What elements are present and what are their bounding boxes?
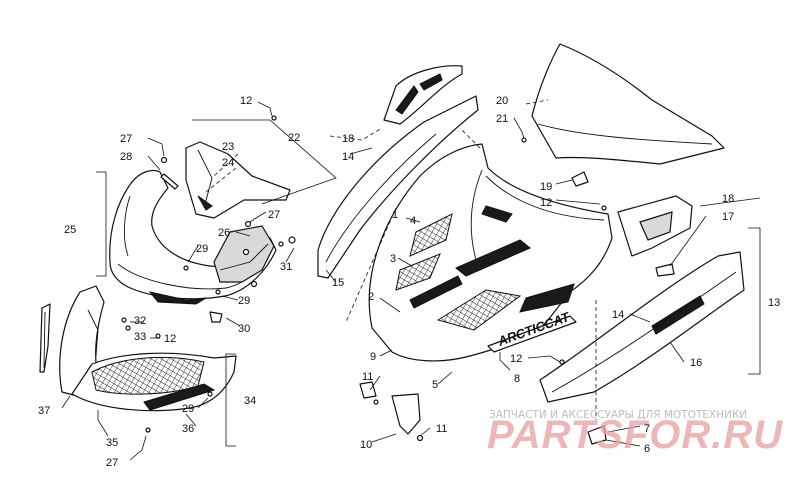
lower-nose-grille bbox=[59, 285, 237, 412]
small-fasteners-left bbox=[121, 115, 296, 433]
callout-27: 27 bbox=[106, 457, 118, 469]
hood-main-2 bbox=[368, 143, 613, 362]
callout-6: 6 bbox=[644, 443, 650, 455]
callout-13: 13 bbox=[768, 297, 780, 309]
callout-18: 18 bbox=[342, 133, 354, 145]
callout-16: 16 bbox=[690, 357, 702, 369]
callout-22: 22 bbox=[288, 132, 300, 144]
callout-8: 8 bbox=[514, 373, 520, 385]
upper-nose-side-panel bbox=[213, 225, 275, 283]
callout-35: 35 bbox=[106, 437, 118, 449]
callout-31: 31 bbox=[280, 261, 292, 273]
callout-11: 11 bbox=[436, 423, 447, 435]
callout-34: 34 bbox=[244, 395, 256, 407]
callout-3: 3 bbox=[390, 253, 396, 265]
callout-5: 5 bbox=[432, 379, 438, 391]
callout-29: 29 bbox=[238, 295, 250, 307]
callout-14: 14 bbox=[612, 309, 624, 321]
side-panel-13 bbox=[539, 251, 745, 403]
callout-12: 12 bbox=[540, 197, 552, 209]
callout-15: 15 bbox=[332, 277, 344, 289]
front-bracket-23 bbox=[185, 141, 291, 219]
watermark: ЗАПЧАСТИ И АКСЕССУАРЫ ДЛЯ МОТОТЕХНИКИ PA… bbox=[487, 409, 783, 457]
callout-32: 32 bbox=[134, 315, 146, 327]
callout-1: 1 bbox=[392, 209, 398, 221]
callout-4: 4 bbox=[410, 215, 416, 227]
callout-labels: 12 27 28 23 24 22 25 27 26 29 31 29 30 3… bbox=[38, 95, 780, 469]
bracket-22-frame bbox=[192, 119, 337, 205]
callout-9: 9 bbox=[370, 351, 376, 363]
watermark-subtitle: ЗАПЧАСТИ И АКСЕССУАРЫ ДЛЯ МОТОТЕХНИКИ bbox=[489, 409, 747, 421]
callout-12: 12 bbox=[510, 353, 522, 365]
leader-lines bbox=[61, 99, 761, 461]
hood-side-vent-18-top bbox=[383, 65, 463, 125]
callout-19: 19 bbox=[540, 181, 552, 193]
callout-21: 21 bbox=[496, 113, 508, 125]
callout-17: 17 bbox=[722, 211, 734, 223]
callout-20: 20 bbox=[496, 95, 508, 107]
callout-12: 12 bbox=[240, 95, 252, 107]
callout-18: 18 bbox=[722, 193, 734, 205]
windshield-20 bbox=[531, 43, 725, 165]
callout-10: 10 bbox=[360, 439, 372, 451]
callout-25: 25 bbox=[64, 224, 76, 236]
callout-29: 29 bbox=[196, 243, 208, 255]
callout-29: 29 bbox=[182, 403, 194, 415]
callout-23: 23 bbox=[222, 141, 234, 153]
callout-37: 37 bbox=[38, 405, 50, 417]
hood-side-vent-18-right bbox=[617, 195, 693, 257]
callout-12: 12 bbox=[164, 333, 176, 345]
callout-24: 24 bbox=[222, 157, 234, 169]
callout-30: 30 bbox=[238, 323, 250, 335]
callout-14: 14 bbox=[342, 151, 354, 163]
callout-26: 26 bbox=[218, 227, 230, 239]
side-trim-strip-37 bbox=[39, 303, 51, 373]
callout-11: 11 bbox=[362, 371, 373, 383]
watermark-brand: PARTSFOR.RU bbox=[487, 413, 783, 457]
callout-27: 27 bbox=[120, 133, 132, 145]
callout-28: 28 bbox=[120, 151, 132, 163]
callout-7: 7 bbox=[644, 423, 650, 435]
bolt-28 bbox=[160, 173, 179, 190]
callout-2: 2 bbox=[368, 291, 374, 303]
callout-36: 36 bbox=[182, 423, 194, 435]
callout-33: 33 bbox=[134, 331, 146, 343]
callout-27: 27 bbox=[268, 209, 280, 221]
hood-rail-14 bbox=[317, 95, 479, 279]
